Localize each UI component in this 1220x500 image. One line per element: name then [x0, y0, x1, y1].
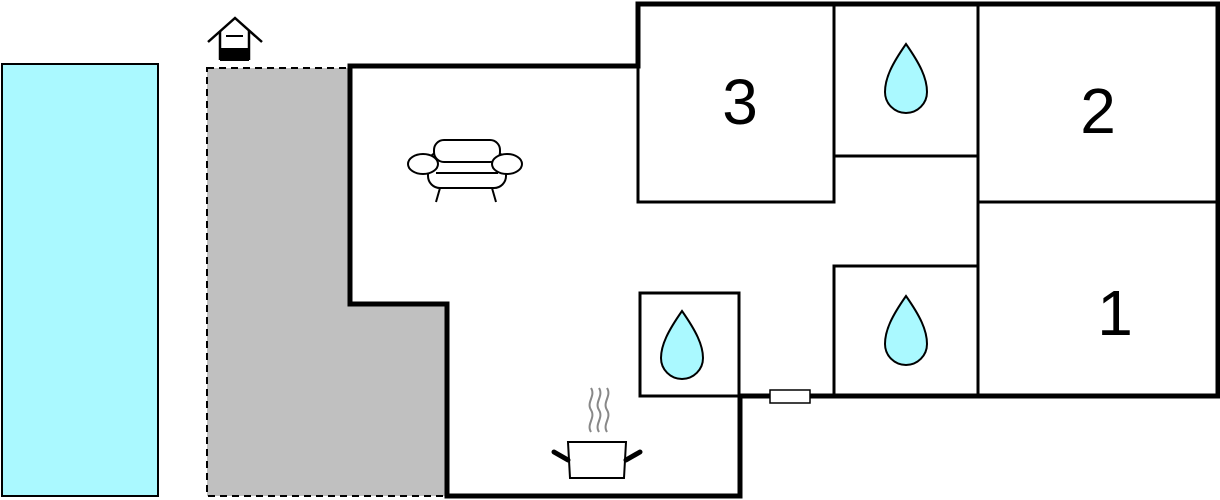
water-drop-icon [883, 294, 929, 366]
cooking-pot-icon [551, 387, 643, 479]
water-drop-icon [883, 42, 929, 114]
terrace [206, 67, 448, 497]
sofa-icon [407, 139, 523, 203]
room-label-2: 2 [1080, 75, 1116, 147]
house-icon [207, 16, 263, 61]
water-drop-icon [659, 309, 705, 380]
room-label-1: 1 [1097, 277, 1133, 349]
swimming-pool [1, 63, 159, 497]
interior-walls [636, 4, 1218, 398]
door-icon [769, 389, 811, 404]
room-label-3: 3 [722, 66, 758, 138]
outer-wall [347, 1, 1220, 499]
